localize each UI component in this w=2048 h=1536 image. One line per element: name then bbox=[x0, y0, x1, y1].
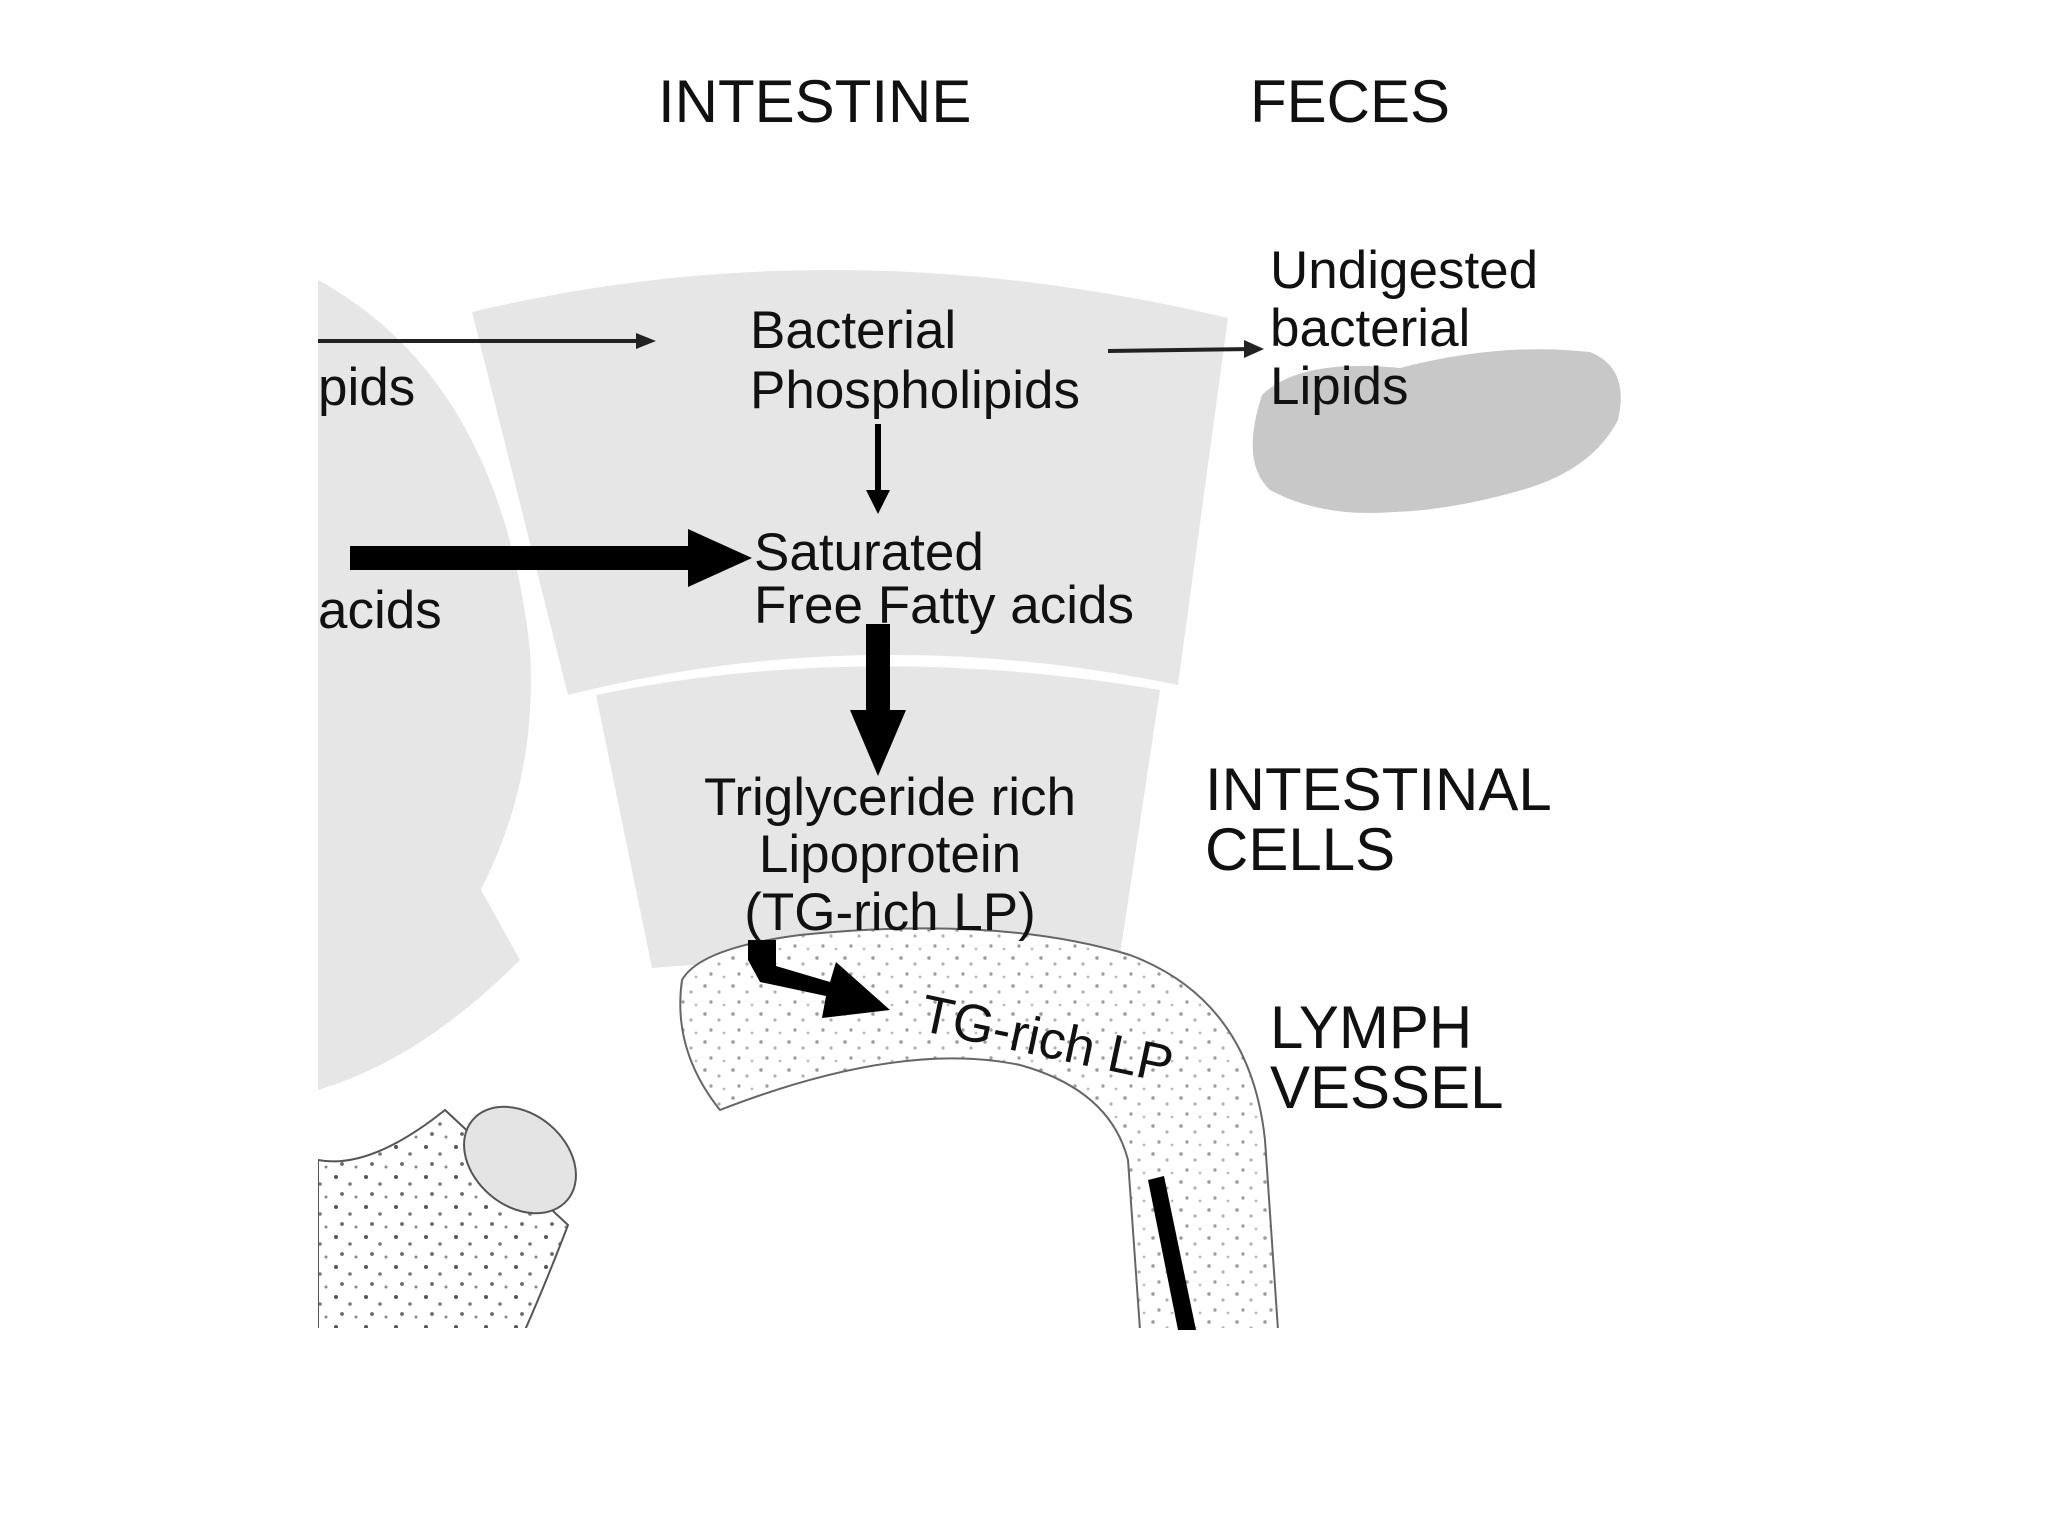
thin-arrow-to-feces-head bbox=[1244, 340, 1264, 358]
label-feces: FECES bbox=[1250, 68, 1450, 135]
lymph-flow-arrow bbox=[1148, 1176, 1196, 1330]
thick-arrow-tg-to-lymph bbox=[748, 940, 890, 1018]
label-cells: CELLS bbox=[1205, 816, 1395, 883]
label-partial-acids: acids bbox=[318, 581, 442, 640]
thick-arrow-left-to-ffa-shaft bbox=[350, 546, 695, 570]
blood-vessel-opening bbox=[463, 1105, 577, 1215]
label-intestine: INTESTINE bbox=[658, 68, 971, 135]
intestine-lumen-band bbox=[472, 269, 1228, 695]
left-lumen-region bbox=[318, 280, 531, 1080]
intestinal-cells-band bbox=[596, 666, 1160, 968]
thick-arrow-ffa-to-tg-head bbox=[850, 710, 906, 776]
label-intestinal: INTESTINAL bbox=[1205, 756, 1552, 823]
label-lymph: LYMPH bbox=[1270, 994, 1472, 1061]
label-vessel: VESSEL bbox=[1270, 1054, 1503, 1121]
thin-arrow-left-to-bacterial-head bbox=[636, 333, 656, 349]
label-partial-pids: pids bbox=[318, 358, 415, 417]
label-lipoprotein: Lipoprotein bbox=[759, 825, 1021, 884]
label-triglyceride-rich: Triglyceride rich bbox=[704, 768, 1076, 827]
thin-arrow-to-feces bbox=[1107, 347, 1253, 353]
lymph-vessel bbox=[679, 927, 1279, 1328]
label-saturated: Saturated bbox=[754, 523, 984, 582]
arrow-phospholipids-to-ffa-head bbox=[866, 490, 890, 514]
label-bacterial: Bacterial bbox=[750, 301, 956, 360]
label-tg-rich-lp: (TG-rich LP) bbox=[744, 883, 1036, 942]
feces-lipid-blob bbox=[1252, 349, 1621, 514]
left-lower-region bbox=[318, 870, 520, 1090]
thick-arrow-ffa-to-tg-shaft bbox=[866, 624, 890, 716]
label-undigested: Undigested bbox=[1270, 241, 1538, 300]
label-phospholipids: Phospholipids bbox=[750, 361, 1080, 420]
label-lipids: Lipids bbox=[1270, 357, 1408, 416]
thick-arrow-left-to-ffa-head bbox=[688, 529, 752, 587]
label-bacterial-lower: bacterial bbox=[1270, 299, 1470, 358]
label-free-fatty-acids: Free Fatty acids bbox=[754, 576, 1134, 635]
